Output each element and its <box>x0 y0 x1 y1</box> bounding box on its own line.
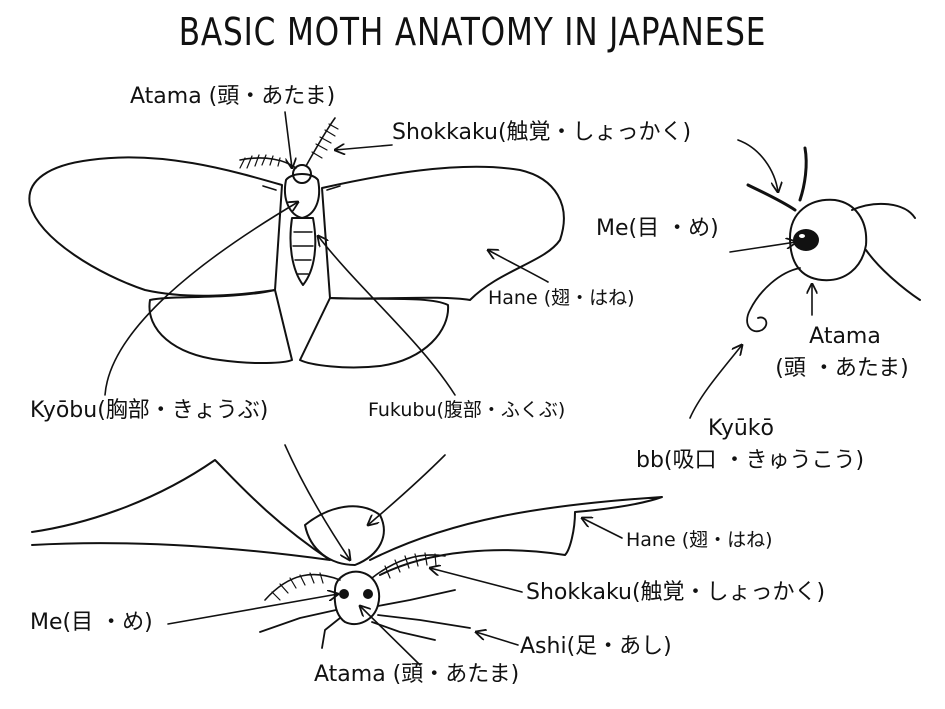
label-bottom-atama: Atama (頭・あたま) <box>314 662 520 687</box>
bottom-right-wing <box>369 496 663 576</box>
side-eye <box>793 229 819 251</box>
bottom-legs <box>259 589 471 649</box>
side-proboscis <box>746 267 801 333</box>
top-abdomen <box>289 217 317 286</box>
label-bottom-ashi: Ashi(足・あし) <box>520 634 672 659</box>
bottom-left-wing <box>31 459 331 561</box>
leader-bottom-kyobu <box>284 444 350 560</box>
leader-side-shokkaku <box>737 139 778 192</box>
bottom-eye-left <box>339 589 349 599</box>
leader-bottom-atama <box>360 606 421 666</box>
leader-bottom-hane <box>582 518 623 539</box>
label-kyobu: Kyōbu(胸部・きょうぶ) <box>30 398 269 423</box>
bottom-eye-right <box>363 589 373 599</box>
leader-top-atama <box>284 111 292 168</box>
leader-bottom-fukubu <box>368 454 446 525</box>
top-head <box>292 164 312 184</box>
bottom-abdomen <box>304 505 385 566</box>
side-head <box>746 146 921 333</box>
top-right-forewing <box>321 165 565 301</box>
label-side-atama-line1: Atama <box>809 324 881 349</box>
label-top-shokkaku: Shokkaku(触覚・しょっかく) <box>392 120 692 145</box>
leader-kyuko <box>689 345 742 419</box>
leader-top-shokkaku <box>335 145 393 150</box>
label-top-hane: Hane (翅・はね) <box>488 287 635 309</box>
label-kyuko-line2: bb(吸口 ・きゅうこう) <box>636 448 865 473</box>
label-top-atama: Atama (頭・あたま) <box>130 84 336 109</box>
top-antenna-right <box>305 117 336 167</box>
side-antenna-2 <box>746 183 797 212</box>
label-side-me: Me(目 ・め) <box>596 216 719 241</box>
leader-kyobu <box>104 202 298 396</box>
bottom-head <box>333 570 380 625</box>
label-bottom-hane: Hane (翅・はね) <box>626 529 773 551</box>
side-thorax <box>851 202 921 301</box>
label-side-atama-line2: (頭 ・あたま) <box>775 356 909 381</box>
bottom-moth <box>31 459 663 649</box>
top-thorax <box>284 173 321 219</box>
leader-fukubu <box>318 236 456 396</box>
top-left-hindwing <box>148 289 293 365</box>
leader-bottom-me <box>167 594 338 625</box>
top-moth <box>28 117 565 369</box>
diagram-title: BASIC MOTH ANATOMY IN JAPANESE <box>178 10 767 54</box>
leader-bottom-ashi <box>476 632 519 646</box>
label-bottom-me: Me(目 ・め) <box>30 610 153 635</box>
label-kyuko-line1: Kyūkō <box>708 416 774 441</box>
bottom-right-antenna <box>371 554 446 579</box>
top-antenna-left <box>239 157 297 169</box>
leader-side-me <box>729 242 796 253</box>
label-fukubu: Fukubu(腹部・ふくぶ) <box>368 399 566 421</box>
side-antenna-1 <box>798 146 808 202</box>
side-head-outline <box>789 198 868 282</box>
label-bottom-shokkaku: Shokkaku(触覚・しょっかく) <box>526 580 826 605</box>
leader-bottom-shokkaku <box>430 568 523 593</box>
top-right-hindwing <box>299 297 450 369</box>
leader-top-hane <box>488 250 549 283</box>
top-left-forewing <box>28 156 283 297</box>
